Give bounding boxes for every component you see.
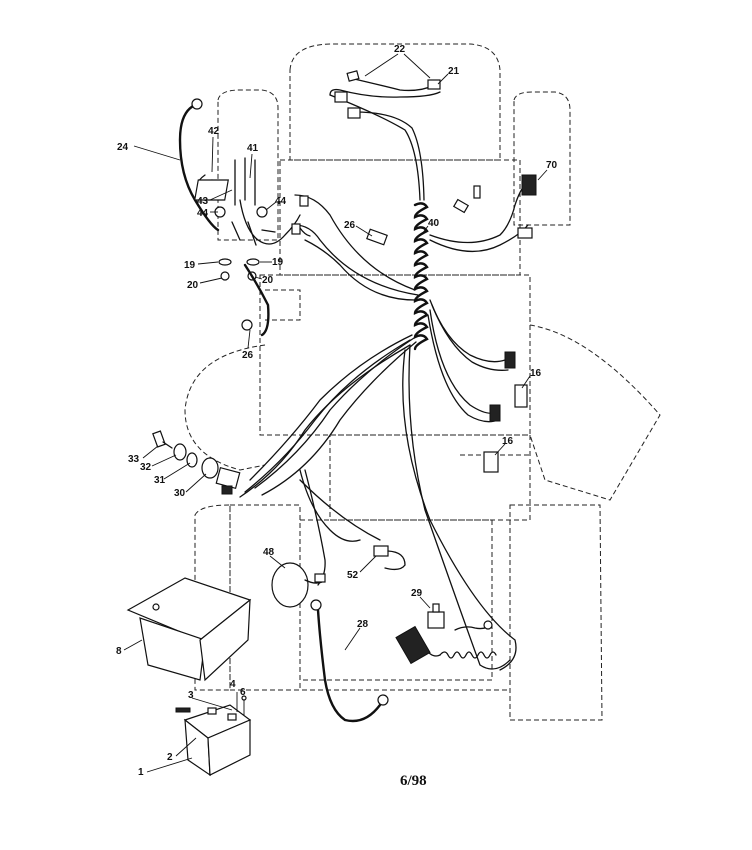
callout-19-right: 19: [272, 257, 284, 268]
callout-20-left: 20: [187, 280, 199, 291]
callout-29: 29: [411, 588, 423, 599]
callout-26-bottom: 26: [242, 350, 254, 361]
callout-20-right: 20: [262, 275, 274, 286]
callout-32: 32: [140, 462, 152, 473]
callout-16-top: 16: [530, 368, 542, 379]
callout-labels: 22 21 24 42 41 43 44 44 70 26 40 19 19 2…: [116, 44, 558, 778]
battery-tray: [126, 577, 252, 682]
callout-33: 33: [128, 454, 140, 465]
callout-16-bottom: 16: [502, 436, 514, 447]
battery: [175, 692, 252, 777]
callout-30: 30: [174, 488, 186, 499]
callout-8: 8: [116, 646, 122, 657]
callout-26-top: 26: [344, 220, 356, 231]
callout-40: 40: [428, 218, 440, 229]
callout-52: 52: [347, 570, 359, 581]
callout-4: 4: [230, 679, 236, 690]
callout-43: 43: [197, 196, 209, 207]
callout-1: 1: [138, 767, 144, 778]
seat-switch-coil: [439, 651, 497, 659]
ignition-switch: [152, 430, 241, 495]
headlight-wiring: [329, 70, 441, 119]
revision-code: 6/98: [400, 773, 427, 789]
connectors: [291, 174, 537, 473]
callout-42: 42: [208, 126, 220, 137]
callout-6: 6: [240, 687, 246, 698]
callout-19-left: 19: [184, 260, 196, 271]
callout-28: 28: [357, 619, 369, 630]
callout-44-right: 44: [275, 196, 287, 207]
callout-3: 3: [188, 690, 194, 701]
callout-21: 21: [448, 66, 460, 77]
callout-70: 70: [546, 160, 558, 171]
harness-coil: [413, 202, 429, 351]
callout-44-left: 44: [197, 208, 209, 219]
callout-22: 22: [394, 44, 406, 55]
lower-components: [271, 545, 406, 723]
seat-switch: [395, 603, 493, 665]
leader-lines: [123, 53, 548, 773]
callout-31: 31: [154, 475, 166, 486]
callout-24: 24: [117, 142, 129, 153]
main-wiring-harness: [239, 94, 529, 671]
callout-2: 2: [167, 752, 173, 763]
solenoid-assembly: [178, 98, 311, 337]
callout-48: 48: [263, 547, 275, 558]
callout-41: 41: [247, 143, 259, 154]
